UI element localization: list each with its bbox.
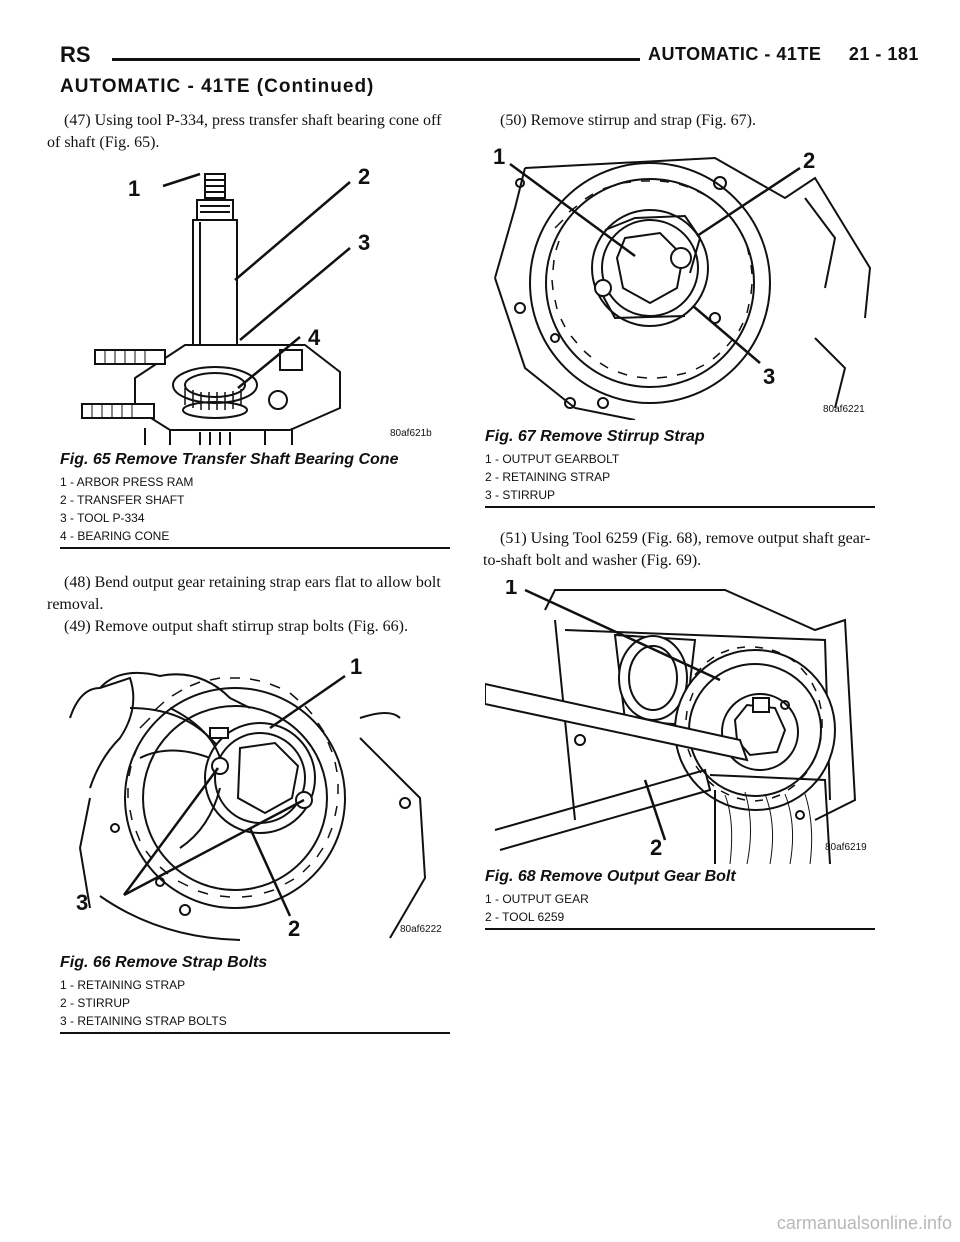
- fig67-rule: [485, 506, 875, 508]
- fig65-legend-item: 4 - BEARING CONE: [60, 529, 170, 543]
- fig68-legend-item: 2 - TOOL 6259: [485, 910, 565, 924]
- section-continued-heading: AUTOMATIC - 41TE (Continued): [60, 76, 375, 97]
- fig65-caption: Fig. 65 Remove Transfer Shaft Bearing Co…: [60, 451, 399, 468]
- fig65-legend: 1 - ARBOR PRESS RAM 2 - TRANSFER SHAFT 3…: [60, 473, 450, 545]
- fig68-legend: 1 - OUTPUT GEAR 2 - TOOL 6259: [485, 890, 875, 926]
- figure-66-illustration: 1 2 3 80af6222: [69, 654, 442, 941]
- fig66-image-code: 80af6222: [400, 924, 442, 935]
- fig67-legend-item: 3 - STIRRUP: [485, 488, 556, 502]
- fig67-image-code: 80af6221: [823, 404, 865, 415]
- step-49-text: (49) Remove output shaft stirrup strap b…: [64, 618, 408, 635]
- fig68-rule: [485, 928, 875, 930]
- figure-68: 1 2 80af6219 Fig. 68 Remove Output Gear …: [485, 580, 875, 930]
- fig65-callout-1: 1: [128, 176, 140, 201]
- fig68-callout-1: 1: [505, 580, 517, 599]
- figure-66: 1 2 3 80af6222 Fig. 66 Remove Strap Bolt…: [60, 648, 450, 1034]
- fig65-image-code: 80af621b: [390, 428, 432, 439]
- fig68-legend-item: 1 - OUTPUT GEAR: [485, 892, 589, 906]
- header-rule: [112, 58, 640, 61]
- fig66-legend: 1 - RETAINING STRAP 2 - STIRRUP 3 - RETA…: [60, 976, 450, 1030]
- fig67-callout-2: 2: [803, 148, 815, 173]
- figure-68-illustration: 1 2 80af6219: [485, 580, 867, 864]
- fig66-callout-3: 3: [76, 890, 88, 915]
- step-51-text: (51) Using Tool 6259 (Fig. 68), remove o…: [483, 530, 871, 569]
- fig66-caption: Fig. 66 Remove Strap Bolts: [60, 954, 268, 971]
- figure-65: 1 2 3 4 80af621b Fig. 65 Remove Transfer…: [60, 160, 450, 549]
- fig67-caption: Fig. 67 Remove Stirrup Strap: [485, 428, 705, 445]
- fig68-callout-2: 2: [650, 835, 662, 860]
- fig68-caption: Fig. 68 Remove Output Gear Bolt: [485, 868, 736, 885]
- fig67-callout-1: 1: [493, 144, 505, 169]
- fig65-rule: [60, 547, 450, 549]
- fig65-callout-3: 3: [358, 230, 370, 255]
- figure-67-illustration: 1 2 3 80af6221: [493, 144, 872, 420]
- figure-67: 1 2 3 80af6221 Fig. 67 Remove Stirrup St…: [485, 138, 875, 508]
- fig66-callout-2: 2: [288, 916, 300, 941]
- fig66-legend-item: 1 - RETAINING STRAP: [60, 978, 186, 992]
- fig67-callout-3: 3: [763, 364, 775, 389]
- fig65-callout-4: 4: [308, 325, 321, 350]
- fig66-rule: [60, 1032, 450, 1034]
- fig65-legend-item: 2 - TRANSFER SHAFT: [60, 493, 185, 507]
- figure-65-illustration: 1 2 3 4 80af621b: [81, 164, 432, 445]
- fig67-legend-item: 2 - RETAINING STRAP: [485, 470, 611, 484]
- fig65-legend-item: 3 - TOOL P-334: [60, 511, 145, 525]
- step-50-text: (50) Remove stirrup and strap (Fig. 67).: [500, 112, 756, 129]
- watermark: carmanualsonline.info: [776, 1213, 952, 1233]
- fig67-legend-item: 1 - OUTPUT GEARBOLT: [485, 452, 620, 466]
- step-48-text: (48) Bend output gear retaining strap ea…: [47, 574, 441, 613]
- fig66-legend-item: 3 - RETAINING STRAP BOLTS: [60, 1014, 227, 1028]
- fig65-legend-item: 1 - ARBOR PRESS RAM: [60, 475, 194, 489]
- fig66-callout-1: 1: [350, 654, 362, 679]
- step-47: (47) Using tool P-334, press transfer sh…: [47, 110, 451, 154]
- step-47-text: (47) Using tool P-334, press transfer sh…: [47, 112, 442, 151]
- fig68-image-code: 80af6219: [825, 842, 867, 853]
- fig67-legend: 1 - OUTPUT GEARBOLT 2 - RETAINING STRAP …: [485, 450, 875, 504]
- fig65-callout-2: 2: [358, 164, 370, 189]
- header-section-code: RS: [60, 42, 91, 67]
- step-50: (50) Remove stirrup and strap (Fig. 67).: [483, 110, 887, 132]
- steps-48-49: (48) Bend output gear retaining strap ea…: [47, 572, 451, 638]
- fig66-legend-item: 2 - STIRRUP: [60, 996, 131, 1010]
- header-page-title: AUTOMATIC - 41TE 21 - 181: [648, 44, 919, 64]
- step-51: (51) Using Tool 6259 (Fig. 68), remove o…: [483, 528, 887, 572]
